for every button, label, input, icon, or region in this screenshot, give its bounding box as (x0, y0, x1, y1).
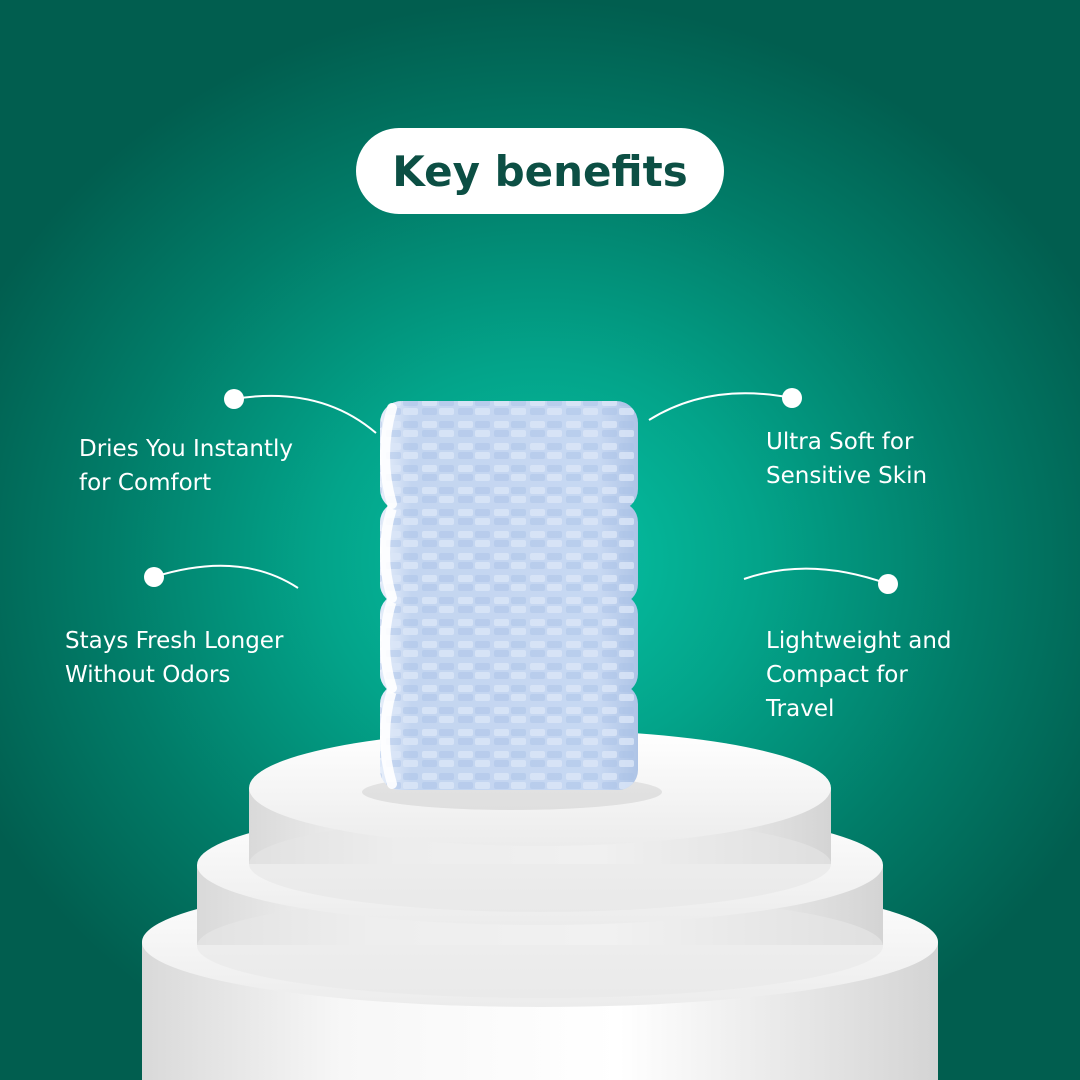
connector-dot (878, 574, 898, 594)
benefit-line: Lightweight and (766, 628, 952, 654)
connector-dot (782, 388, 802, 408)
page-title: Key benefits (392, 146, 688, 196)
connector-mid-left (144, 564, 299, 589)
connector-top-right (648, 388, 802, 421)
benefit-line: Compact for (766, 662, 908, 688)
towel-roll-1 (380, 401, 638, 511)
benefit-line: for Comfort (79, 470, 212, 496)
benefit-line: Stays Fresh Longer (65, 628, 284, 654)
benefit-soft: Ultra Soft for Sensitive Skin (766, 425, 927, 493)
connector-top-left (224, 389, 377, 434)
benefit-line: Travel (766, 696, 835, 722)
connector-dot (224, 389, 244, 409)
benefit-instant-dry: Dries You Instantly for Comfort (79, 432, 293, 500)
benefit-line: Without Odors (65, 662, 231, 688)
benefit-fresh: Stays Fresh Longer Without Odors (65, 624, 283, 692)
towel-stack (362, 401, 662, 810)
connector-dot (144, 567, 164, 587)
benefit-compact: Lightweight and Compact for Travel (766, 624, 952, 726)
benefit-line: Ultra Soft for (766, 429, 914, 455)
title-pill: Key benefits (356, 128, 724, 214)
benefit-line: Sensitive Skin (766, 463, 928, 489)
connector-mid-right (743, 567, 898, 594)
towel-roll-4 (380, 684, 638, 790)
towel-roll-3 (380, 594, 638, 694)
towel-roll-2 (380, 502, 638, 604)
benefit-line: Dries You Instantly (79, 436, 294, 462)
